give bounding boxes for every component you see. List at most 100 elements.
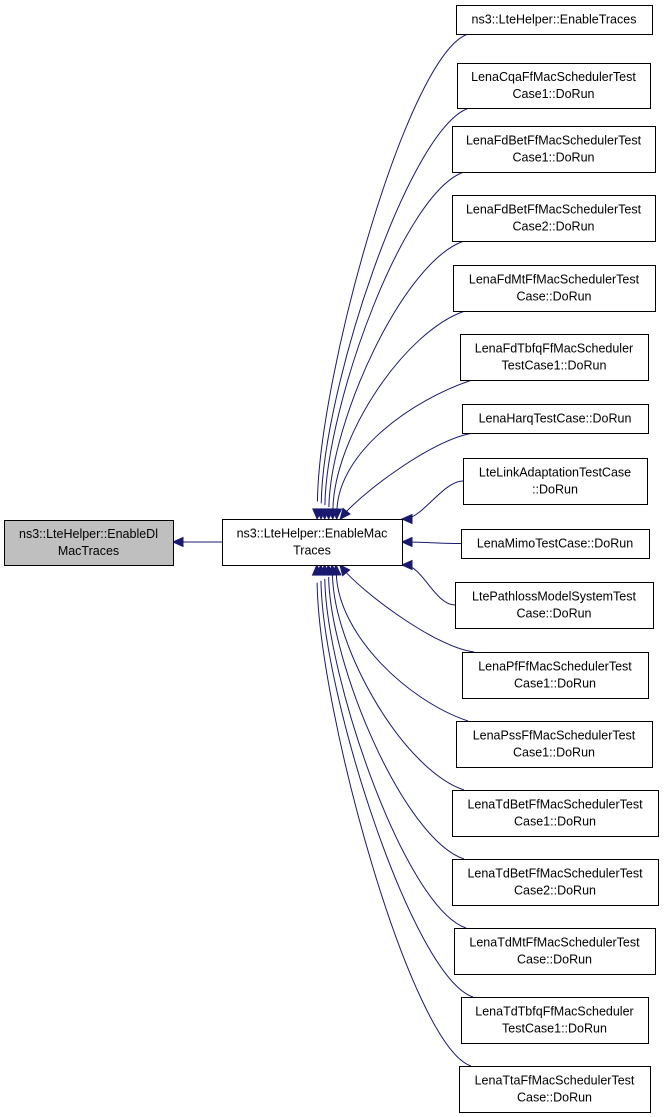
node-box[interactable] xyxy=(462,652,649,699)
node-label-line: Case1::DoRun xyxy=(514,677,596,691)
node-box[interactable] xyxy=(453,265,656,312)
edge-line xyxy=(316,582,472,1067)
node-box[interactable] xyxy=(456,5,653,35)
node-label-line: ::DoRun xyxy=(532,483,578,497)
edge-line xyxy=(332,310,466,510)
node-label-line: LenaFdBetFfMacSchedulerTest xyxy=(466,203,642,217)
edge-lena-fdtbfq-case1-to-center xyxy=(331,379,473,521)
node-label-line: LtePathlossModelSystemTest xyxy=(472,590,636,604)
node-label-line: LenaPfFfMacSchedulerTest xyxy=(478,660,632,674)
edge-line xyxy=(320,580,474,998)
node-label-line: ns3::LteHelper::EnableTraces xyxy=(472,13,637,27)
edge-line xyxy=(331,575,465,791)
node-label-line: Case1::DoRun xyxy=(513,87,595,101)
edge-line xyxy=(404,480,464,520)
node-label-line: MacTraces xyxy=(58,544,119,558)
node-box[interactable] xyxy=(463,458,648,505)
edge-enable-traces-to-center xyxy=(312,33,469,521)
edge-lena-tta-case-to-center xyxy=(311,563,472,1067)
node-box[interactable] xyxy=(222,519,403,566)
node-label-line: LenaFdMtFfMacSchedulerTest xyxy=(469,273,640,287)
node-label-line: Case::DoRun xyxy=(516,607,591,621)
node-label-line: LenaTtaFfMacSchedulerTest xyxy=(475,1074,635,1088)
node-label-line: Case::DoRun xyxy=(516,290,591,304)
node-label-line: LteLinkAdaptationTestCase xyxy=(479,466,631,480)
arrowhead-icon xyxy=(339,564,351,577)
node-box[interactable] xyxy=(452,126,656,173)
arrowhead-icon xyxy=(171,536,184,548)
edge-line xyxy=(324,578,467,929)
node-label-line: Case2::DoRun xyxy=(513,220,595,234)
arrowhead-icon xyxy=(331,508,343,521)
node-box[interactable] xyxy=(452,859,659,906)
node-box[interactable] xyxy=(461,997,649,1044)
edge-line xyxy=(404,564,456,606)
node-label-line: Case::DoRun xyxy=(517,1091,592,1105)
node-label-line: ns3::LteHelper::EnableMac xyxy=(237,527,388,541)
node-box[interactable] xyxy=(462,404,649,434)
arrowhead-icon xyxy=(311,563,323,576)
node-box[interactable] xyxy=(452,195,656,242)
node-label-line: Case2::DoRun xyxy=(514,884,596,898)
node-label-line: LenaTdBetFfMacSchedulerTest xyxy=(467,798,643,812)
node-lena-mimo[interactable]: LenaMimoTestCase::DoRun xyxy=(461,529,650,559)
node-box[interactable] xyxy=(454,928,656,975)
node-box[interactable] xyxy=(460,334,649,381)
node-box[interactable] xyxy=(4,520,174,566)
edge-lena-mimo-to-center xyxy=(400,536,462,548)
node-label-line: LenaCqaFfMacSchedulerTest xyxy=(471,70,636,84)
node-label-line: ns3::LteHelper::EnableDl xyxy=(19,527,158,541)
node-box[interactable] xyxy=(461,529,650,559)
node-label-line: LenaMimoTestCase::DoRun xyxy=(477,537,633,551)
edge-line xyxy=(324,171,465,506)
node-lte-link-adaptation[interactable]: LteLinkAdaptationTestCase::DoRun xyxy=(463,458,648,505)
node-label-line: LenaFdBetFfMacSchedulerTest xyxy=(466,134,642,148)
node-box[interactable] xyxy=(456,721,653,768)
edge-lena-cqa-case1-to-center xyxy=(315,107,470,521)
edge-lte-pathloss-model-system-to-center xyxy=(400,559,456,606)
node-label-line: Traces xyxy=(293,544,331,558)
edge-line xyxy=(341,567,475,653)
node-lena-harq[interactable]: LenaHarqTestCase::DoRun xyxy=(462,404,649,434)
edge-line xyxy=(320,107,470,504)
node-label-line: Case1::DoRun xyxy=(514,815,596,829)
node-box[interactable] xyxy=(452,790,659,837)
node-label-line: LenaFdTbfqFfMacScheduler xyxy=(475,342,633,356)
edge-line xyxy=(404,541,462,544)
arrowhead-icon xyxy=(400,513,413,525)
node-label-line: LenaTdTbfqFfMacScheduler xyxy=(475,1005,633,1019)
edge-line xyxy=(336,379,473,511)
arrowhead-icon xyxy=(339,507,351,520)
node-box[interactable] xyxy=(459,1066,651,1113)
edge-lena-pss-case1-to-center xyxy=(331,563,469,722)
node-label-line: TestCase1::DoRun xyxy=(502,359,607,373)
edge-line xyxy=(328,240,465,508)
node-enable-traces[interactable]: ns3::LteHelper::EnableTraces xyxy=(456,5,653,35)
node-label-line: LenaTdMtFfMacSchedulerTest xyxy=(469,936,640,950)
node-label-line: Case1::DoRun xyxy=(513,151,595,165)
node-box[interactable] xyxy=(457,63,651,109)
node-label-line: Case1::DoRun xyxy=(513,746,595,760)
arrowhead-icon xyxy=(400,536,413,548)
edge-line xyxy=(316,33,469,502)
node-box[interactable] xyxy=(455,582,654,629)
node-label-line: LenaHarqTestCase::DoRun xyxy=(479,412,632,426)
edge-lena-pf-case1-to-center xyxy=(339,564,475,653)
edge-lte-link-adaptation-to-center xyxy=(400,480,464,525)
